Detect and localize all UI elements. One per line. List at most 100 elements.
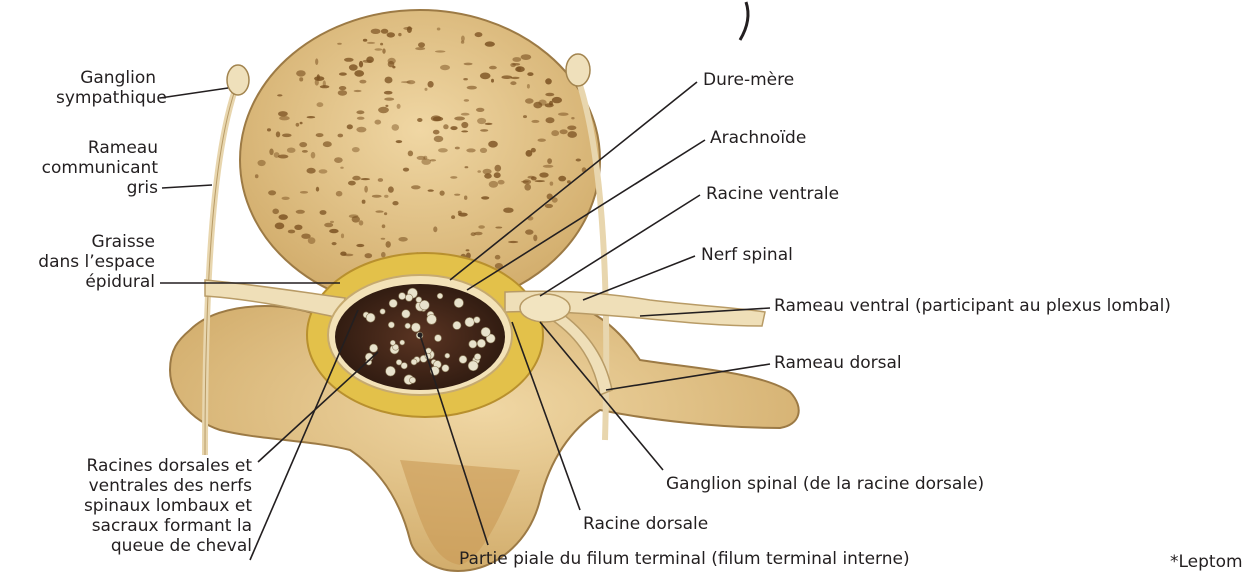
nerve-root-section — [410, 377, 416, 383]
label-line: sympathique — [56, 88, 156, 108]
label-line: Graisse — [30, 232, 155, 252]
bone-pore — [567, 126, 576, 131]
bone-pore — [538, 139, 546, 142]
bone-pore — [337, 43, 342, 45]
bone-pore — [396, 140, 402, 143]
bone-pore — [385, 77, 393, 84]
bone-pore — [510, 81, 516, 85]
bone-pore — [408, 151, 413, 157]
bone-pore — [495, 255, 501, 260]
bone-pore — [525, 229, 533, 234]
bone-pore — [334, 157, 343, 163]
nerve-root-section — [380, 309, 385, 314]
bone-pore — [546, 117, 555, 123]
bone-pore — [567, 131, 577, 138]
bone-pore — [484, 173, 492, 178]
bone-pore — [323, 80, 326, 87]
bone-pore — [451, 215, 455, 219]
bone-pore — [417, 156, 426, 160]
bone-pore — [464, 196, 467, 200]
bone-pore — [307, 116, 316, 118]
bone-pore — [521, 54, 532, 60]
label-line: ventrales des nerfs — [20, 476, 252, 496]
bone-pore — [481, 196, 489, 199]
bone-pore — [356, 110, 364, 114]
bone-pore — [491, 79, 494, 83]
bone-pore — [512, 63, 520, 66]
bone-pore — [539, 172, 548, 177]
sympathetic-ganglion-right — [566, 54, 590, 86]
nerve-root-section — [445, 353, 450, 358]
bone-pore — [475, 32, 483, 37]
bone-pore — [299, 142, 307, 147]
bone-pore — [307, 168, 316, 174]
label-nerf-spinal: Nerf spinal — [701, 245, 793, 265]
bone-pore — [498, 180, 505, 185]
nerve-root-section — [400, 340, 405, 345]
nerve-root-section — [435, 335, 442, 342]
bone-pore — [443, 124, 448, 129]
bone-pore — [381, 252, 386, 258]
bone-pore — [255, 174, 259, 178]
sympathetic-ganglion-left — [227, 65, 249, 95]
bone-pore — [538, 100, 546, 106]
bone-pore — [418, 42, 425, 47]
bone-pore — [524, 184, 531, 191]
bone-pore — [323, 141, 332, 147]
bone-pore — [450, 126, 457, 130]
label-rameau-communicant: Rameau communicant gris — [40, 138, 158, 198]
bone-pore — [332, 242, 337, 245]
bone-pore — [545, 204, 553, 208]
bone-pore — [324, 223, 333, 228]
bone-pore — [361, 178, 371, 180]
bone-pore — [338, 90, 347, 96]
bone-pore — [489, 66, 497, 70]
bone-pore — [316, 133, 324, 137]
nerve-root-section — [411, 323, 420, 332]
nerve-root-section — [469, 340, 477, 348]
bone-pore — [461, 130, 468, 132]
bone-pore — [354, 70, 364, 77]
bone-pore — [359, 80, 366, 84]
bone-pore — [375, 120, 382, 125]
bone-pore — [485, 41, 495, 46]
nerve-root-section — [388, 322, 394, 328]
bone-pore — [388, 186, 394, 192]
bone-pore — [288, 230, 295, 234]
bone-pore — [347, 124, 353, 129]
bone-pore — [516, 67, 521, 72]
bone-pore — [461, 113, 470, 116]
bone-pore — [477, 118, 486, 124]
bone-pore — [340, 167, 343, 169]
bone-pore — [397, 104, 401, 109]
bone-pore — [274, 152, 280, 158]
bone-pore — [375, 210, 383, 212]
bone-pore — [508, 241, 518, 243]
bone-pore — [372, 195, 382, 198]
label-line: épidural — [30, 272, 155, 292]
bone-pore — [512, 57, 521, 62]
bone-pore — [315, 58, 318, 65]
bone-pore — [382, 224, 386, 228]
bone-pore — [356, 127, 366, 133]
bone-pore — [489, 181, 498, 188]
bone-pore — [339, 86, 346, 90]
bone-pore — [287, 148, 296, 153]
nerve-root-section — [474, 317, 480, 323]
bone-pore — [349, 64, 358, 70]
bone-pore — [366, 56, 374, 63]
label-rameau-dorsal: Rameau dorsal — [774, 353, 902, 373]
label-line: queue de cheval — [20, 536, 252, 556]
bone-pore — [384, 91, 393, 95]
bone-pore — [558, 176, 566, 182]
label-racine-dorsale: Racine dorsale — [583, 514, 708, 534]
nerve-root-section — [405, 294, 412, 301]
bone-pore — [454, 194, 460, 196]
label-graisse: Graisse dans l’espace épidural — [30, 232, 155, 292]
bone-pore — [547, 158, 552, 164]
bone-pore — [450, 176, 457, 179]
nerve-root-section — [437, 293, 443, 299]
bone-pore — [531, 176, 537, 180]
bone-pore — [550, 182, 554, 186]
bone-pore — [258, 160, 266, 166]
